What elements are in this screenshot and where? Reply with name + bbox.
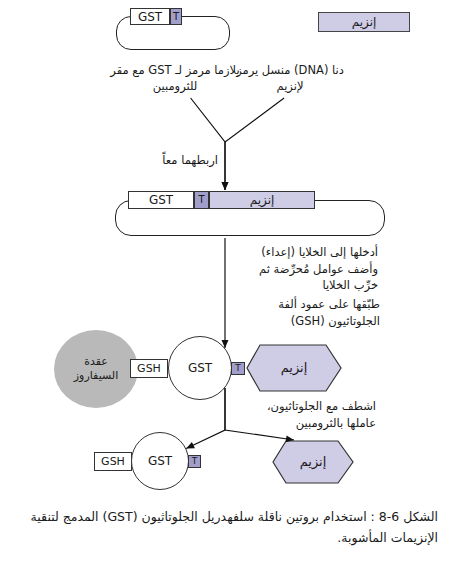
thrombin-site-box: T bbox=[194, 191, 209, 209]
vector-label: بلازما مرمز لـ GST مع مقر للثرومبين bbox=[110, 62, 240, 94]
arrow-head bbox=[222, 182, 229, 190]
enzyme-protein: إنزيم bbox=[246, 344, 342, 392]
bead-fill bbox=[54, 330, 138, 408]
gst-gene-box: GST bbox=[128, 191, 194, 209]
hexagon-shape bbox=[247, 345, 341, 391]
box-text: T bbox=[235, 364, 241, 373]
step-label: اربطهما معاً bbox=[140, 152, 218, 169]
hexagon-shape bbox=[273, 441, 353, 483]
step-note: طبّقها على عمود ألفة الجلوتاثيون (GSH) bbox=[236, 296, 380, 329]
enzyme-protein: إنزيم bbox=[272, 440, 354, 484]
box-text: T bbox=[173, 12, 179, 22]
box-text: T bbox=[192, 457, 198, 466]
arrow-head bbox=[222, 182, 229, 190]
thrombin-site-box: T bbox=[170, 8, 182, 25]
process-arrow bbox=[225, 388, 294, 440]
gst-gene-box: GST bbox=[130, 8, 170, 25]
gst-protein: GST bbox=[131, 432, 189, 490]
fusion-plasmid: GST T إنزيم bbox=[112, 190, 388, 238]
step-label: اشطف مع الجلوتاثيون، عاملها بالثرومبين bbox=[236, 398, 376, 431]
process-arrow bbox=[191, 98, 225, 190]
figure-caption: الشكل 6-8 : استخدام بروتين ناقلة سلفهدري… bbox=[28, 506, 438, 548]
box-text: T bbox=[198, 195, 204, 205]
gst-protein: GST bbox=[168, 336, 232, 400]
sepharose-bead: عقدة السيفاروز bbox=[54, 330, 138, 408]
step-label: أدخلها إلى الخلايا (إعداء) وأضف عوامل مُ… bbox=[236, 244, 378, 294]
box-text: GST bbox=[188, 362, 212, 374]
process-arrow bbox=[224, 238, 225, 348]
box-text: GSH bbox=[101, 456, 125, 467]
box-text: GST bbox=[148, 455, 172, 467]
process-arrow bbox=[225, 98, 284, 190]
gsh-ligand: GSH bbox=[130, 359, 168, 378]
box-text: إنزيم bbox=[250, 194, 275, 206]
gene-label: دنا (DNA) منسل يرمز لإنزيم bbox=[228, 62, 352, 94]
shape-text: عقدة السيفاروز bbox=[66, 355, 126, 384]
shape-text: إنزيم bbox=[300, 454, 327, 471]
gsh-ligand: GSH bbox=[94, 452, 132, 471]
gene-name: إنزيم bbox=[352, 16, 377, 28]
box-text: GST bbox=[138, 11, 162, 23]
arrow-head bbox=[186, 442, 195, 449]
enzyme-gene-box: إنزيم bbox=[209, 191, 315, 209]
box-text: GST bbox=[149, 194, 173, 206]
shape-text: إنزيم bbox=[281, 360, 308, 377]
thrombin-site: T bbox=[231, 362, 245, 375]
enzyme-gene: إنزيم دنا (DNA) منسل يرمز لإنزيم bbox=[228, 6, 415, 98]
thrombin-site: T bbox=[188, 455, 201, 468]
plasmid-vector: بلازما مرمز لـ GST مع مقر للثرومبين GST T bbox=[110, 6, 240, 98]
box-text: GSH bbox=[137, 363, 161, 374]
gene-box: إنزيم bbox=[318, 12, 410, 32]
